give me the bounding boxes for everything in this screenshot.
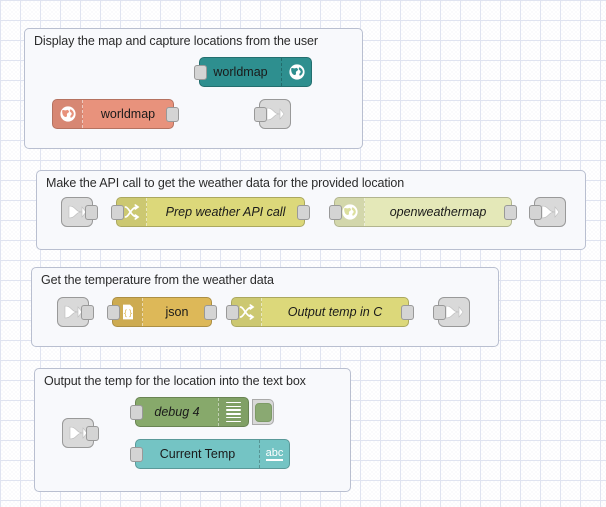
- svg-text:{}: {}: [122, 308, 132, 317]
- node-output-port[interactable]: [166, 107, 179, 122]
- node-output-port[interactable]: [85, 205, 98, 220]
- node-output-port[interactable]: [504, 205, 517, 220]
- node-label: debug 4: [154, 404, 200, 419]
- link-out-icon: [541, 205, 560, 219]
- group-label: Get the temperature from the weather dat…: [41, 273, 274, 287]
- node-input-port[interactable]: [107, 305, 120, 320]
- group-label: Make the API call to get the weather dat…: [46, 176, 405, 190]
- group-output-temp[interactable]: Output the temp for the location into th…: [34, 368, 351, 492]
- node-label: Prep weather API call: [165, 204, 286, 219]
- node-label: Current Temp: [159, 446, 236, 461]
- node-input-port[interactable]: [226, 305, 239, 320]
- link-in-icon: [69, 426, 88, 440]
- node-label: openweathermap: [389, 204, 487, 219]
- node-output-port[interactable]: [86, 426, 99, 441]
- node-debug-4[interactable]: debug 4: [130, 397, 274, 427]
- link-in-node-2[interactable]: [61, 197, 98, 227]
- globe-icon: [281, 58, 311, 86]
- link-out-node-2[interactable]: [529, 197, 566, 227]
- node-input-port[interactable]: [130, 405, 143, 420]
- globe-icon: [53, 100, 83, 128]
- node-input-port[interactable]: [130, 447, 143, 462]
- link-out-node-3[interactable]: [433, 297, 470, 327]
- node-input-port[interactable]: [254, 107, 267, 122]
- node-output-port[interactable]: [81, 305, 94, 320]
- node-input-port[interactable]: [111, 205, 124, 220]
- group-label: Output the temp for the location into th…: [44, 374, 306, 388]
- node-current-temp[interactable]: Current Temp abc: [130, 439, 290, 469]
- node-worldmap-out[interactable]: worldmap: [194, 57, 312, 87]
- link-in-icon: [64, 305, 83, 319]
- node-prep-weather-api-call[interactable]: Prep weather API call: [111, 197, 310, 227]
- node-label: worldmap: [100, 106, 156, 121]
- link-out-icon: [445, 305, 464, 319]
- node-output-temp-in-c[interactable]: Output temp in C: [226, 297, 414, 327]
- link-out-icon: [266, 107, 285, 121]
- group-label: Display the map and capture locations fr…: [34, 34, 318, 48]
- abc-icon: abc: [259, 440, 289, 468]
- link-out-node-1[interactable]: [254, 99, 291, 129]
- node-output-port[interactable]: [297, 205, 310, 220]
- group-display-map[interactable]: Display the map and capture locations fr…: [24, 28, 363, 149]
- node-label: Output temp in C: [287, 304, 383, 319]
- link-in-icon: [68, 205, 87, 219]
- link-in-node-3[interactable]: [57, 297, 94, 327]
- node-worldmap-in[interactable]: worldmap: [52, 99, 179, 129]
- debug-toggle-button[interactable]: [252, 399, 274, 425]
- node-output-port[interactable]: [204, 305, 217, 320]
- node-label: worldmap: [213, 64, 268, 79]
- node-input-port[interactable]: [194, 65, 207, 80]
- debug-toggle-indicator: [254, 402, 272, 422]
- node-openweathermap[interactable]: openweathermap: [329, 197, 517, 227]
- node-input-port[interactable]: [529, 205, 542, 220]
- node-output-port[interactable]: [401, 305, 414, 320]
- lines-icon: [218, 398, 248, 426]
- link-in-node-4[interactable]: [62, 418, 99, 448]
- node-json[interactable]: {} json: [107, 297, 217, 327]
- node-label: json: [165, 304, 189, 319]
- node-input-port[interactable]: [329, 205, 342, 220]
- node-input-port[interactable]: [433, 305, 446, 320]
- shuffle-icon: [117, 198, 147, 226]
